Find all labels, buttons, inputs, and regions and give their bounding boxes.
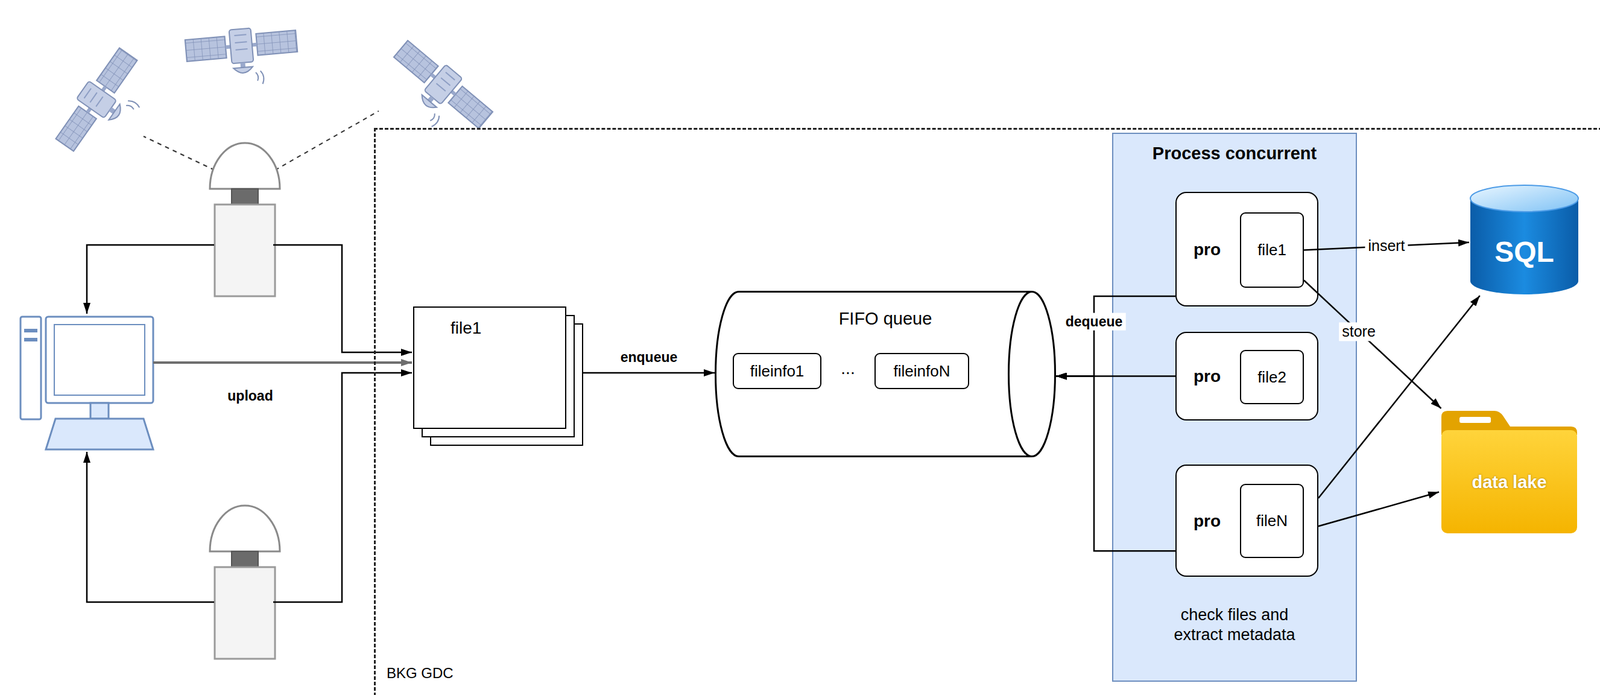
ellipsis-label: ...: [840, 357, 855, 379]
connector-arrow: [583, 372, 715, 374]
edge-label: store: [1338, 322, 1379, 341]
process-box: pro file1: [1175, 191, 1319, 307]
fileinfo-box: fileinfoN: [874, 352, 970, 389]
node-label: SQL: [1494, 233, 1555, 271]
edge-label: enqueue: [617, 348, 681, 367]
connector-arrow: [1056, 376, 1176, 552]
node-label: fileinfoN: [893, 361, 951, 382]
fifo-queue: FIFO queue fileinfo1 fileinfoN: [714, 290, 1057, 458]
signal-arrow: [273, 244, 412, 353]
folder-body: [1441, 430, 1578, 534]
gnss-antenna: [209, 505, 280, 659]
node-label: pro: [1193, 238, 1221, 260]
data-lake-folder: data lake: [1438, 408, 1580, 536]
node-label: Process concurrent: [1152, 142, 1317, 165]
file-stack: file1: [413, 306, 584, 446]
label-holder: ...: [840, 357, 855, 379]
flow-label: upload: [227, 387, 273, 405]
signal-line: [143, 136, 215, 171]
connector-arrow: [1056, 375, 1176, 377]
node-label: file1: [1257, 240, 1287, 260]
node-label: BKG GDC: [386, 664, 454, 683]
cylinder-outline: [715, 291, 1056, 457]
connector-arrow: [1318, 295, 1480, 499]
signal-arrow: [273, 372, 412, 602]
folder-tab-mark: [1459, 416, 1491, 423]
node-label: fileinfo1: [750, 361, 805, 382]
gnss-antenna: [209, 142, 280, 297]
edge-label-holder: enqueue: [617, 348, 681, 367]
signal-arrow: [86, 244, 215, 314]
signal-line: [275, 110, 379, 171]
node-label: file1: [450, 317, 482, 339]
node-label: file2: [1257, 367, 1287, 388]
node-note: check files and extract metadata: [1159, 604, 1310, 646]
edge-label-holder: dequeue: [1062, 313, 1126, 331]
database-top: [1470, 185, 1579, 212]
file-sheet: [413, 306, 566, 429]
edge-label-holder: insert: [1364, 237, 1408, 256]
connector-arrow: [1056, 296, 1176, 377]
edge-label-holder: store: [1338, 322, 1379, 341]
node-label: fileN: [1256, 510, 1288, 531]
file-box: file1: [1239, 212, 1304, 288]
file-box: fileN: [1239, 483, 1304, 558]
fileinfo-box: fileinfo1: [732, 352, 822, 389]
edge-label: insert: [1364, 237, 1408, 256]
computer-icon: [20, 316, 154, 450]
satellite-icon: [375, 35, 497, 151]
process-box: pro fileN: [1175, 464, 1319, 577]
satellite-icon: [50, 44, 162, 169]
edge-label: dequeue: [1062, 313, 1126, 331]
system-boundary: BKG GDCfile1FIFO queuefileinfo1fileinfoN…: [373, 127, 1600, 695]
file-box: file2: [1239, 349, 1304, 405]
node-label: pro: [1193, 510, 1221, 532]
satellite-icon: [184, 24, 300, 91]
cylinder-face: [1008, 291, 1032, 457]
node-shape: [413, 306, 584, 446]
connector-arrow: [1303, 280, 1442, 409]
label-holder: upload: [227, 387, 273, 405]
node-label: pro: [1193, 365, 1221, 387]
node-shape: [1438, 408, 1580, 536]
connector-arrow: [1318, 492, 1439, 527]
upload-arrow: [153, 361, 412, 364]
process-box: pro file2: [1175, 331, 1319, 421]
node-label: data lake: [1471, 471, 1547, 493]
signal-arrow: [86, 451, 215, 602]
sql-database: SQL: [1469, 183, 1580, 296]
process-panel: Process concurrent check files and extrac…: [1112, 132, 1357, 682]
node-label: FIFO queue: [838, 307, 933, 330]
